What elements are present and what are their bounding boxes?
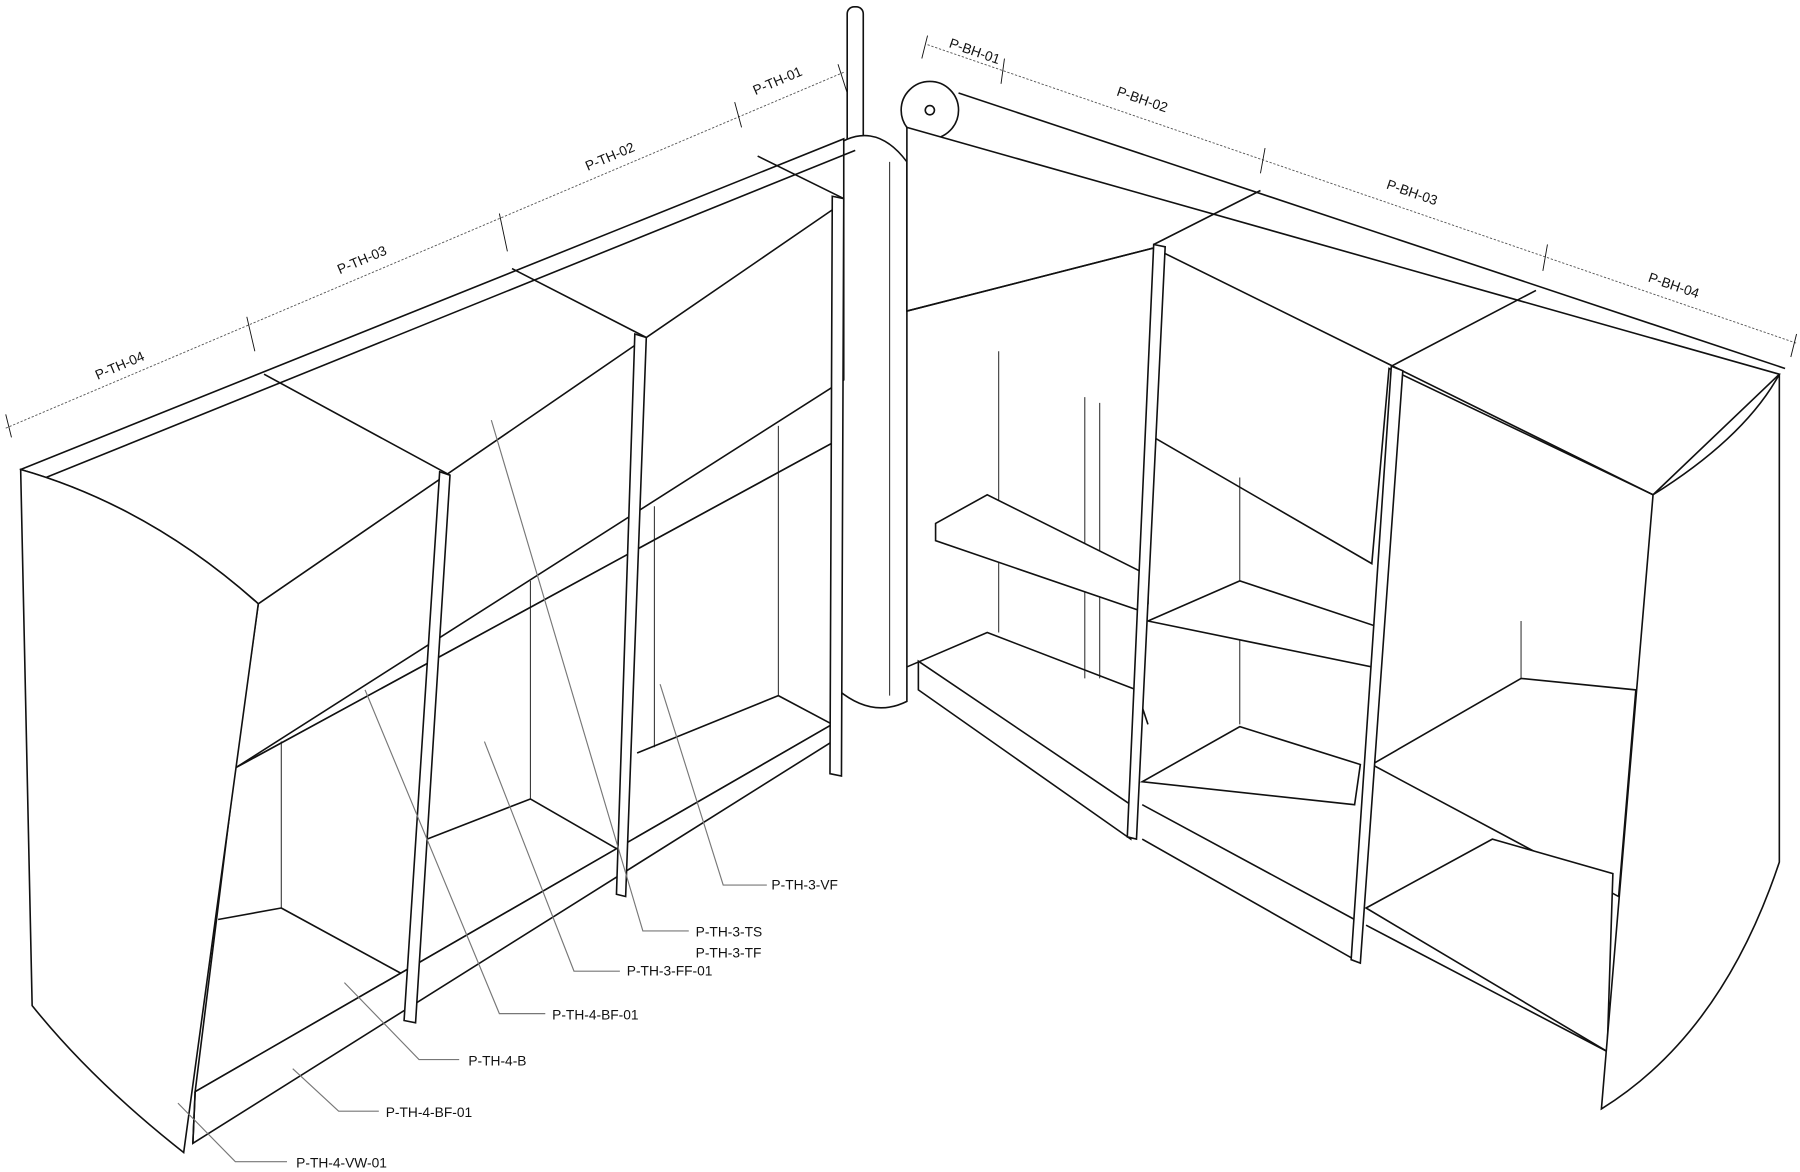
dim-label: P-BH-01 bbox=[947, 36, 1002, 67]
back-shelving-unit bbox=[906, 92, 1786, 1111]
dim-label: P-TH-04 bbox=[93, 348, 147, 382]
corner-column bbox=[828, 6, 960, 709]
callout-label: P-TH-3-FF-01 bbox=[627, 964, 713, 979]
callout-label: P-TH-4-VW-01 bbox=[296, 1155, 387, 1170]
callout-label: P-TH-3-TS bbox=[696, 925, 763, 940]
dim-label: P-TH-02 bbox=[583, 140, 637, 174]
callout-label: P-TH-4-B bbox=[468, 1053, 526, 1068]
callout-label: P-TH-3-TF bbox=[696, 945, 762, 960]
callouts: P-TH-3-VF P-TH-3-TS P-TH-3-TF P-TH-3-FF-… bbox=[177, 419, 838, 1170]
callout-label: P-TH-3-VF bbox=[771, 878, 838, 893]
dim-label: P-TH-01 bbox=[751, 64, 805, 98]
dim-label: P-BH-02 bbox=[1115, 84, 1170, 115]
front-shelving-unit bbox=[19, 137, 856, 1155]
dim-label: P-TH-03 bbox=[335, 243, 389, 277]
dim-label: P-BH-03 bbox=[1385, 177, 1440, 208]
callout-label: P-TH-4-BF-01 bbox=[386, 1105, 472, 1120]
callout-label: P-TH-4-BF-01 bbox=[552, 1007, 638, 1022]
dim-label: P-BH-04 bbox=[1646, 270, 1701, 301]
